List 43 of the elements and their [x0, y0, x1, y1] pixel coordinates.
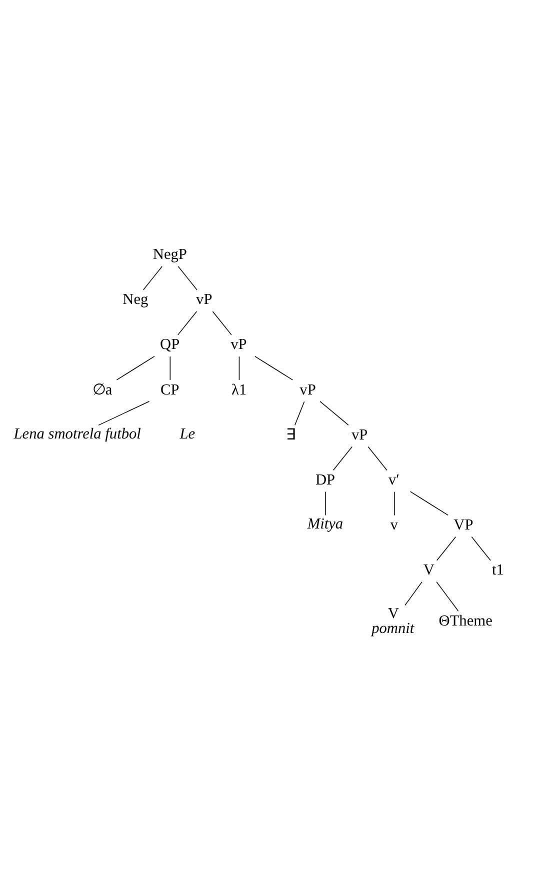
connector	[212, 311, 232, 336]
connector	[178, 311, 198, 336]
label: Le	[180, 425, 196, 442]
connector	[436, 536, 456, 561]
node-text: Lena smotrela futbol	[14, 425, 141, 442]
connector	[404, 581, 422, 606]
connector	[410, 491, 448, 516]
node-text: VP	[454, 516, 474, 534]
node-text: DP	[315, 471, 336, 488]
node-text: ∅a	[92, 381, 112, 398]
node-text: λ1	[232, 381, 247, 398]
node-text: vP	[196, 291, 212, 308]
connector	[116, 356, 155, 380]
node-text: V	[388, 604, 399, 622]
node-text: v′	[388, 471, 400, 488]
node-label: pomnit	[372, 620, 414, 638]
connector	[368, 446, 388, 471]
node-text: v	[390, 516, 398, 534]
node-text: Mitya	[307, 516, 344, 533]
connector	[394, 491, 396, 516]
connector	[325, 491, 326, 516]
node-text: ΘTheme	[438, 612, 492, 630]
connector	[170, 356, 171, 380]
connector	[142, 266, 163, 290]
node-text: V	[423, 562, 434, 579]
node-text: t1	[492, 562, 504, 579]
node-text: Neg	[122, 291, 148, 308]
node-text: vP	[230, 336, 247, 354]
connector	[320, 401, 349, 426]
connector	[471, 536, 491, 561]
node-text: NegP	[152, 246, 187, 264]
connector	[238, 356, 240, 380]
connector	[294, 401, 305, 426]
connector	[332, 446, 352, 471]
node-text: QP	[160, 336, 180, 354]
connector	[178, 266, 198, 290]
node-text: vP	[300, 381, 316, 398]
node-text: CP	[160, 381, 180, 398]
node-text: vP	[351, 426, 368, 444]
node-text: ∃	[286, 426, 296, 444]
connector	[436, 581, 459, 612]
connector	[254, 356, 294, 380]
connector	[98, 401, 150, 426]
